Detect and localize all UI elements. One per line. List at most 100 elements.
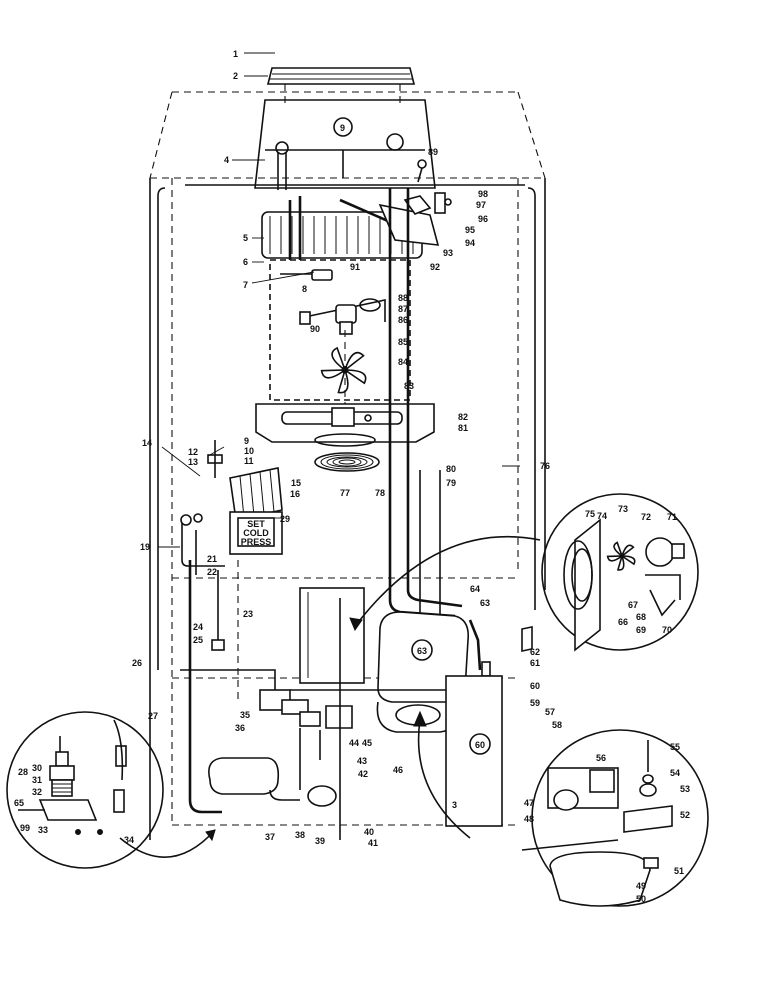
compressor-area: 63 60 bbox=[208, 587, 533, 840]
callout-46: 45 bbox=[362, 738, 372, 748]
callout-67: 64 bbox=[470, 584, 480, 594]
callout-41: 40 bbox=[364, 827, 374, 837]
callout-38: 37 bbox=[265, 832, 275, 842]
detail-circle-condenser-fan bbox=[349, 493, 699, 652]
callout-29: 28 bbox=[18, 767, 28, 777]
fan-blade bbox=[620, 544, 635, 559]
callout-26: 25 bbox=[193, 635, 203, 645]
callout-78: 75 bbox=[585, 509, 595, 519]
callout-101: 98 bbox=[478, 189, 488, 199]
detail-circle-water-valve bbox=[6, 711, 216, 869]
callout-94: 91 bbox=[350, 262, 360, 272]
callout-62: 60 bbox=[530, 681, 540, 691]
callout-31: 30 bbox=[32, 763, 42, 773]
callout-59: 58 bbox=[552, 720, 562, 730]
callout-91: 88 bbox=[398, 293, 408, 303]
fan-blade bbox=[331, 346, 347, 373]
callout-40: 39 bbox=[315, 836, 325, 846]
callout-5: 5 bbox=[243, 233, 248, 243]
callout-58: 57 bbox=[545, 707, 555, 717]
callout-13: 12 bbox=[188, 447, 198, 457]
callout-55: 54 bbox=[670, 768, 680, 778]
callout-11: 10 bbox=[244, 446, 254, 456]
fan-blade bbox=[619, 555, 636, 566]
callout-68: 65 bbox=[14, 798, 24, 808]
callout-73: 70 bbox=[662, 625, 672, 635]
callout-102: 99 bbox=[20, 823, 30, 833]
callout-9: 9 bbox=[340, 123, 345, 133]
callout-75: 72 bbox=[641, 512, 651, 522]
callout-61: 59 bbox=[530, 698, 540, 708]
left-water-line bbox=[180, 513, 276, 814]
fan-blade bbox=[343, 351, 365, 373]
fan-blade bbox=[606, 555, 625, 562]
round-air-grille bbox=[314, 452, 380, 472]
callout-81: 78 bbox=[375, 488, 385, 498]
callout-7: 7 bbox=[243, 280, 248, 290]
ice-maker: SET COLD PRESS bbox=[207, 440, 283, 555]
callout-25: 24 bbox=[193, 622, 203, 632]
callout-50: 49 bbox=[636, 881, 646, 891]
callout-96: 93 bbox=[443, 248, 453, 258]
callout-12: 11 bbox=[244, 456, 254, 466]
callout-54: 53 bbox=[680, 784, 690, 794]
callout-48: 47 bbox=[524, 798, 534, 808]
callout-2: 2 bbox=[233, 71, 238, 81]
callout-69: 66 bbox=[618, 617, 628, 627]
drain-pan-label: 60 bbox=[475, 740, 485, 750]
callout-35: 34 bbox=[124, 835, 134, 845]
callout-98: 95 bbox=[465, 225, 475, 235]
callout-83: 80 bbox=[446, 464, 456, 474]
leader-lines bbox=[158, 52, 520, 548]
callout-52: 51 bbox=[674, 866, 684, 876]
callout-21: 19 bbox=[140, 542, 150, 552]
callout-89: 86 bbox=[398, 315, 408, 325]
callout-95: 92 bbox=[430, 262, 440, 272]
callout-97: 94 bbox=[465, 238, 475, 248]
callout-3: 3 bbox=[452, 800, 457, 810]
callout-74: 71 bbox=[667, 512, 677, 522]
panel-text-set: SET bbox=[247, 519, 265, 529]
callout-32: 31 bbox=[32, 775, 42, 785]
fan-blade bbox=[616, 553, 625, 571]
compressor-label: 63 bbox=[417, 646, 427, 656]
callout-92: 89 bbox=[428, 147, 438, 157]
callout-77: 74 bbox=[597, 511, 607, 521]
evaporator-coil bbox=[261, 192, 446, 281]
callout-22: 21 bbox=[207, 554, 217, 564]
callout-64: 61 bbox=[530, 658, 540, 668]
cabinet-outline bbox=[149, 91, 546, 840]
panel-text-press: PRESS bbox=[241, 537, 272, 547]
detail-circle-drain-pan bbox=[413, 710, 709, 907]
evaporator-fittings bbox=[277, 152, 452, 206]
evaporator-fan-assembly bbox=[269, 259, 411, 405]
callout-84: 81 bbox=[458, 423, 468, 433]
callout-45: 44 bbox=[349, 738, 359, 748]
callout-100: 97 bbox=[476, 200, 486, 210]
callout-99: 96 bbox=[478, 214, 488, 224]
callout-28: 27 bbox=[148, 711, 158, 721]
top-air-duct bbox=[254, 67, 436, 189]
callout-65: 62 bbox=[530, 647, 540, 657]
callout-43: 42 bbox=[358, 769, 368, 779]
fan-blade bbox=[337, 367, 349, 394]
callout-57: 56 bbox=[596, 753, 606, 763]
callout-88: 85 bbox=[398, 337, 408, 347]
callout-6: 6 bbox=[243, 257, 248, 267]
callout-33: 32 bbox=[32, 787, 42, 797]
callout-30: 29 bbox=[280, 514, 290, 524]
fan-blade bbox=[613, 541, 624, 559]
fan-blade bbox=[342, 369, 367, 385]
callout-14: 13 bbox=[188, 457, 198, 467]
callout-16: 15 bbox=[291, 478, 301, 488]
callout-79: 76 bbox=[540, 461, 550, 471]
callout-27: 26 bbox=[132, 658, 142, 668]
callout-42: 41 bbox=[368, 838, 378, 848]
callout-47: 46 bbox=[393, 765, 403, 775]
callout-90: 87 bbox=[398, 304, 408, 314]
callout-15: 14 bbox=[142, 438, 152, 448]
callout-1: 1 bbox=[233, 49, 238, 59]
callout-4: 4 bbox=[224, 155, 229, 165]
callout-87: 84 bbox=[398, 357, 408, 367]
